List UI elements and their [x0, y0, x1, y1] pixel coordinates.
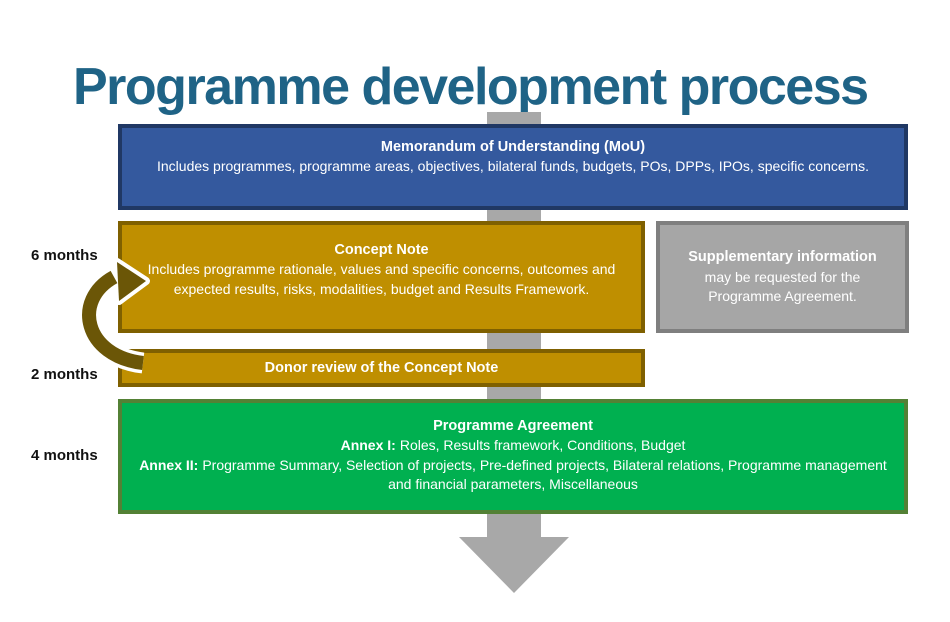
- programme-agreement-box: Programme Agreement Annex I:Roles, Resul…: [118, 399, 908, 514]
- annex1-items: Roles, Results framework, Conditions, Bu…: [399, 437, 686, 454]
- programme-agreement-annex1-line: Annex I:Roles, Results framework, Condit…: [131, 436, 895, 456]
- annex2-items: Programme Summary, Selection of projects…: [202, 456, 887, 493]
- annex2-label: Annex II:: [139, 456, 199, 473]
- timeline-label-6-months: 6 months: [31, 247, 98, 264]
- mou-box-title: Memorandum of Understanding (MoU): [380, 139, 646, 155]
- timeline-label-4-months: 4 months: [31, 447, 98, 464]
- down-arrow-head-icon: [459, 537, 569, 593]
- donor-review-bar: Donor review of the Concept Note: [118, 349, 645, 387]
- concept-note-box-title: Concept Note: [334, 242, 429, 258]
- supplementary-info-box-body: may be requested for the Programme Agree…: [704, 268, 861, 305]
- programme-agreement-annex2-line: Annex II:Programme Summary, Selection of…: [131, 456, 895, 495]
- programme-agreement-box-title: Programme Agreement: [433, 418, 593, 434]
- concept-note-box: Concept Note Includes programme rational…: [118, 221, 645, 333]
- supplementary-info-box: Supplementary information may be request…: [656, 221, 909, 333]
- supplementary-info-box-title: Supplementary information: [688, 249, 877, 266]
- annex1-label: Annex I:: [340, 437, 396, 454]
- concept-note-box-body: Includes programme rationale, values and…: [147, 261, 616, 297]
- curved-loop-arrow-icon: [78, 258, 150, 374]
- timeline-label-2-months: 2 months: [31, 366, 98, 383]
- page-title: Programme development process: [73, 57, 869, 116]
- donor-review-bar-label: Donor review of the Concept Note: [264, 359, 499, 376]
- mou-box-body: Includes programmes, programme areas, ob…: [157, 158, 869, 175]
- mou-box: Memorandum of Understanding (MoU) Includ…: [118, 124, 908, 210]
